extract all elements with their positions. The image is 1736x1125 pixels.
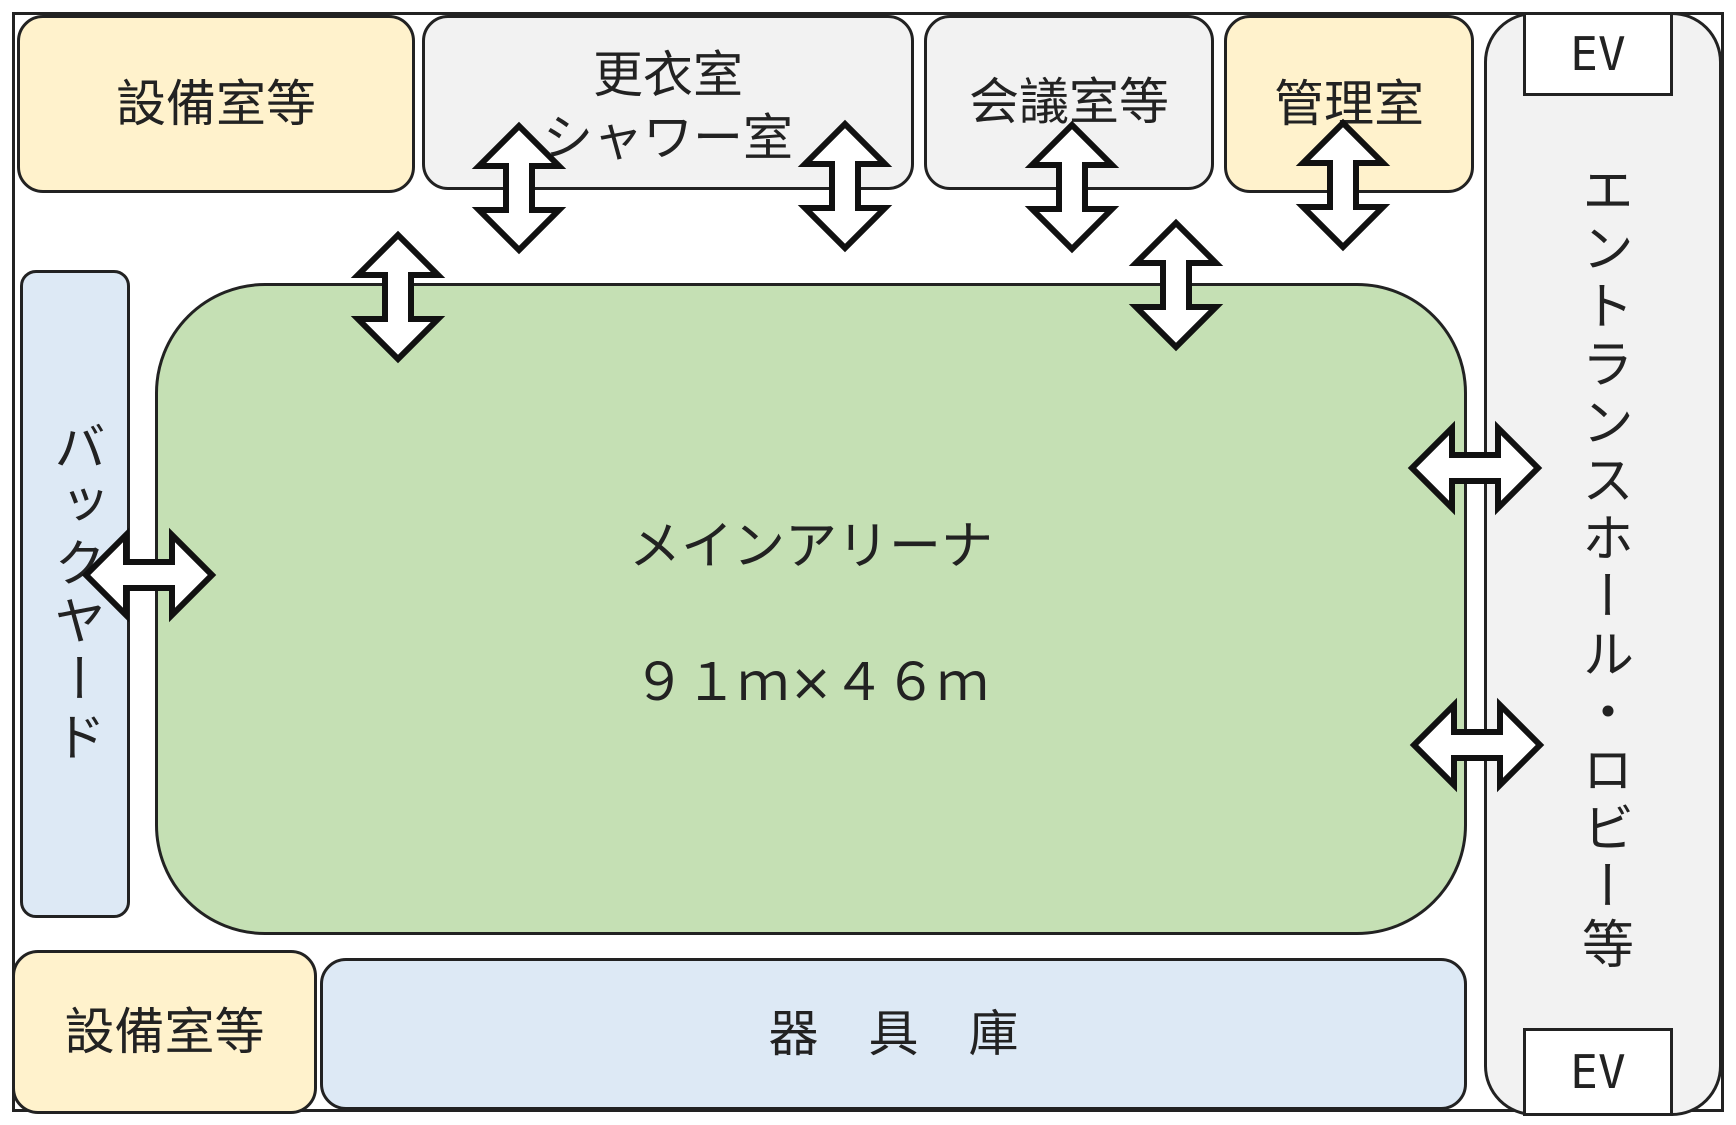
management-room-label: 管理室 [1274, 74, 1424, 133]
equipment-storage-label: 器 具 庫 [768, 1004, 1019, 1063]
elevator-top-label: EV [1570, 27, 1626, 81]
elevator-top: EV [1523, 12, 1673, 96]
backyard: バックヤード [20, 270, 130, 918]
elevator-bottom: EV [1523, 1028, 1673, 1116]
backyard-label: バックヤード [44, 420, 105, 768]
locker-shower-room: 更衣室 シャワー室 [422, 15, 914, 190]
meeting-room-label: 会議室等 [969, 73, 1169, 132]
shower-room-label: シャワー室 [543, 108, 793, 167]
equipment-room-bottom: 設備室等 [12, 950, 317, 1114]
equipment-room-bottom-label: 設備室等 [64, 1002, 265, 1061]
equipment-room-top-label: 設備室等 [116, 74, 316, 133]
main-arena-name: メインアリーナ [628, 517, 993, 577]
entrance-hall-label: エントランスホール・ロビー等 [1572, 163, 1633, 975]
equipment-storage: 器 具 庫 [320, 958, 1467, 1110]
equipment-room-top: 設備室等 [17, 15, 415, 193]
locker-room-label: 更衣室 [593, 46, 743, 104]
meeting-room: 会議室等 [924, 15, 1214, 190]
main-arena: メインアリーナ ９１ｍ×４６ｍ [155, 283, 1467, 935]
elevator-bottom-label: EV [1570, 1045, 1626, 1099]
main-arena-size: ９１ｍ×４６ｍ [633, 653, 989, 713]
management-room: 管理室 [1224, 15, 1474, 193]
entrance-hall: エントランスホール・ロビー等 [1484, 12, 1722, 1116]
